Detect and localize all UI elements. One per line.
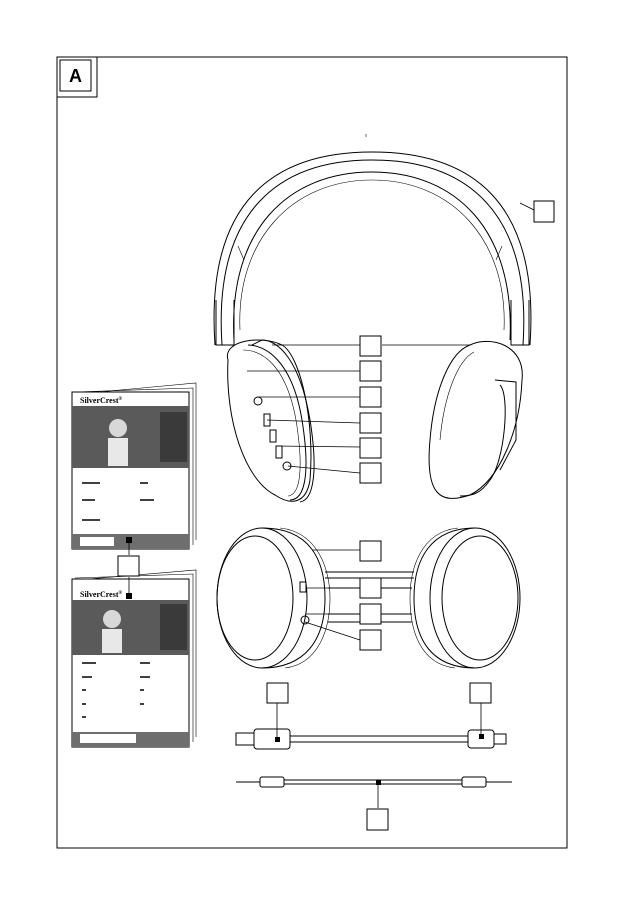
callout-box xyxy=(360,604,381,624)
manual-booklet-2: SilverCrest® xyxy=(72,570,196,747)
callout-box xyxy=(360,361,381,381)
svg-text:SilverCrest®: SilverCrest® xyxy=(80,590,123,599)
manual-booklet-1: SilverCrest® xyxy=(72,383,196,549)
svg-text:SilverCrest®: SilverCrest® xyxy=(80,396,123,405)
callout-box xyxy=(534,201,554,222)
callout-box xyxy=(360,336,381,356)
callout-box xyxy=(367,809,388,830)
audio-cable xyxy=(236,777,512,787)
callout-box xyxy=(360,413,381,433)
figure-label: A xyxy=(69,66,82,86)
callout-box xyxy=(360,630,381,650)
callout-box xyxy=(360,387,381,407)
manual-1-brand-mark: ® xyxy=(119,396,123,402)
callout-box xyxy=(360,438,381,458)
manual-2-brand: SilverCrest xyxy=(80,590,119,599)
callout-box xyxy=(118,556,139,576)
manual-1-brand: SilverCrest xyxy=(80,396,119,405)
callout-box xyxy=(360,578,381,598)
callout-box xyxy=(360,463,381,483)
callout-box xyxy=(470,683,491,703)
callout-box xyxy=(360,541,381,561)
callout-box xyxy=(267,683,288,703)
manual-2-brand-mark: ® xyxy=(119,590,123,596)
